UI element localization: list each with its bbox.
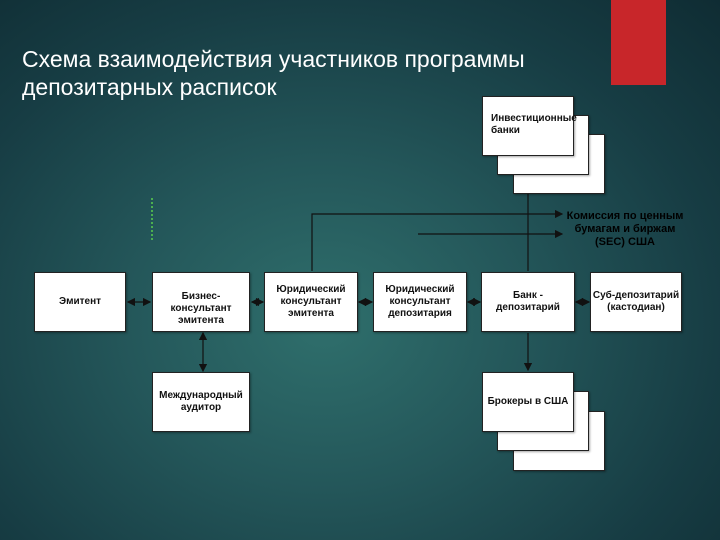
node-international-auditor: Международный аудитор bbox=[152, 372, 250, 432]
node-business-consultant-label: Бизнес-консультант эмитента bbox=[170, 291, 232, 326]
red-accent-bar bbox=[611, 0, 666, 85]
node-us-brokers-label: Брокеры в США bbox=[487, 396, 569, 407]
dotted-marker bbox=[151, 198, 153, 240]
node-legal-consultant-issuer: Юридический консультант эмитента bbox=[264, 272, 358, 332]
sec-label-line3: (SEC) США bbox=[595, 236, 655, 248]
sec-label-line2: бумагам и биржам bbox=[574, 223, 676, 235]
node-investment-banks-label: Инвестиционные банки bbox=[491, 113, 577, 136]
node-us-brokers: Брокеры в США bbox=[482, 372, 574, 432]
node-sub-depositary-label: Суб-депозитарий (кастодиан) bbox=[592, 290, 680, 313]
node-depositary-bank-label: Банк - депозитарий bbox=[496, 290, 560, 313]
node-issuer: Эмитент bbox=[34, 272, 126, 332]
sec-label-line1: Комиссия по ценным bbox=[566, 210, 684, 222]
arrow-legal-sec bbox=[311, 209, 564, 271]
node-legal-consultant-depositary: Юридический консультант депозитария bbox=[373, 272, 467, 332]
node-legal-consultant-issuer-label: Юридический консультант эмитента bbox=[276, 284, 346, 319]
page-title: Схема взаимодействия участников программ… bbox=[22, 46, 525, 101]
node-legal-consultant-depositary-label: Юридический консультант депозитария bbox=[385, 284, 455, 319]
node-depositary-bank: Банк - депозитарий bbox=[481, 272, 575, 332]
node-investment-banks: Инвестиционные банки bbox=[482, 96, 577, 156]
node-business-consultant: Бизнес-консультант эмитента bbox=[152, 272, 250, 332]
node-sub-depositary: Суб-депозитарий (кастодиан) bbox=[590, 272, 682, 332]
node-international-auditor-label: Международный аудитор bbox=[159, 390, 243, 413]
sec-label: Комиссия по ценным бумагам и биржам (SEC… bbox=[560, 210, 690, 249]
node-issuer-label: Эмитент bbox=[58, 296, 102, 307]
